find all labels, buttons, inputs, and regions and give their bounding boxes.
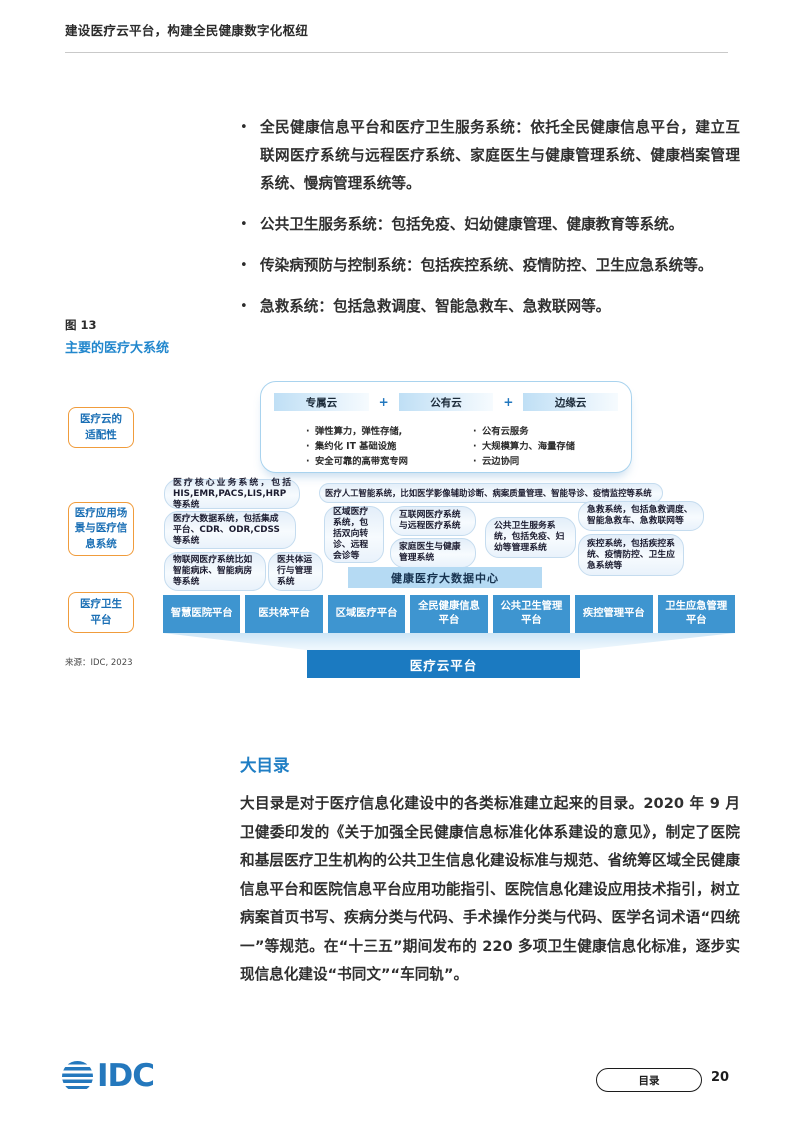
platform-regional: 区域医疗平台 — [327, 595, 406, 633]
list-item: • 急救系统：包括急救调度、智能急救车、急救联网等。 — [240, 293, 740, 321]
list-item: • 全民健康信息平台和医疗卫生服务系统：依托全民健康信息平台，建立互联网医疗系统… — [240, 114, 740, 198]
platform-row: 智慧医院平台 医共体平台 区域医疗平台 全民健康信息平台 公共卫生管理平台 疾控… — [163, 595, 735, 633]
system-bubble-ai: 医疗人工智能系统，比如医学影像辅助诊断、病案质量管理、智能导诊、疫情监控等系统 — [319, 483, 663, 503]
diagram-row-label-cloud-fit: 医疗云的 适配性 — [68, 407, 134, 448]
platform-public-health-mgmt: 公共卫生管理平台 — [492, 595, 571, 633]
system-bubble-public-health: 公共卫生服务系统，包括免疫、妇幼等管理系统 — [485, 517, 576, 558]
figure-source: 来源：IDC, 2023 — [65, 658, 133, 668]
cloud-type-headers: 专属云 + 公有云 + 边缘云 — [274, 393, 619, 411]
system-bubble-bigdata: 医疗大数据系统，包括集成平台、CDR、ODR,CDSS 等系统 — [164, 511, 296, 549]
diagram-row-label-app-scenarios: 医疗应用场 景与医疗信 息系统 — [68, 502, 134, 556]
bullet-text: 传染病预防与控制系统：包括疾控系统、疫情防控、卫生应急系统等。 — [260, 257, 713, 274]
globe-icon — [62, 1061, 93, 1092]
section-heading: 大目录 — [240, 756, 290, 775]
toc-button[interactable]: 目录 — [596, 1068, 702, 1092]
medical-cloud-platform-bar: 医疗云平台 — [307, 650, 580, 678]
plus-icon: + — [503, 395, 514, 409]
system-bubble-family-doctor: 家庭医生与健康管理系统 — [390, 538, 476, 568]
idc-logo: IDC — [62, 1058, 155, 1094]
funnel-shape — [163, 633, 735, 650]
cloud-type-edge: 边缘云 — [523, 393, 619, 411]
bullet-text: 急救系统：包括急救调度、智能急救车、急救联网等。 — [260, 298, 611, 315]
system-bubble-emergency: 急救系统，包括急救调度、智能急救车、急救联网等 — [578, 501, 704, 531]
bullet-icon: • — [240, 120, 248, 135]
page-title: 建设医疗云平台，构建全民健康数字化枢纽 — [65, 23, 309, 38]
cloud-types-box: 专属云 + 公有云 + 边缘云 ·弹性算力，弹性存储, ·集约化 IT 基础设施… — [260, 381, 632, 473]
system-bubble-regional: 区域医疗系统，包括双向转诊、远程会诊等 — [324, 506, 384, 563]
bullet-icon: • — [240, 217, 248, 232]
figure-label: 图 13 — [65, 318, 97, 332]
bullet-icon: • — [240, 258, 248, 273]
page-number: 20 — [711, 1070, 730, 1085]
platform-national-health-info: 全民健康信息平台 — [410, 595, 488, 633]
logo-text: IDC — [97, 1058, 155, 1094]
figure-diagram: 医疗云的 适配性 医疗应用场 景与医疗信 息系统 医疗卫生 平台 专属云 + 公… — [60, 375, 740, 680]
private-cloud-points: ·弹性算力，弹性存储, ·集约化 IT 基础设施 ·安全可靠的高带宽专网 — [306, 426, 408, 467]
system-bubble-iot: 物联网医疗系统比如智能病床、智能病房等系统 — [164, 552, 266, 591]
platform-emergency-mgmt: 卫生应急管理平台 — [657, 595, 735, 633]
platform-cdc-mgmt: 疾控管理平台 — [575, 595, 653, 633]
cloud-type-public: 公有云 — [398, 393, 494, 411]
bullet-text: 公共卫生服务系统：包括免疫、妇幼健康管理、健康教育等系统。 — [260, 216, 684, 233]
plus-icon: + — [378, 395, 389, 409]
bullet-icon: • — [240, 299, 248, 314]
cloud-type-private: 专属云 — [274, 393, 369, 411]
bullet-list: • 全民健康信息平台和医疗卫生服务系统：依托全民健康信息平台，建立互联网医疗系统… — [240, 114, 740, 334]
platform-smart-hospital: 智慧医院平台 — [163, 595, 241, 633]
system-bubble-consortium: 医共体运行与管理系统 — [268, 552, 323, 591]
list-item: • 传染病预防与控制系统：包括疾控系统、疫情防控、卫生应急系统等。 — [240, 252, 740, 280]
list-item: • 公共卫生服务系统：包括免疫、妇幼健康管理、健康教育等系统。 — [240, 211, 740, 239]
bullet-text: 全民健康信息平台和医疗卫生服务系统：依托全民健康信息平台，建立互联网医疗系统与远… — [260, 119, 740, 192]
system-bubble-cdc: 疾控系统，包括疾控系统、疫情防控、卫生应急系统等 — [578, 534, 684, 576]
diagram-row-label-health-platform: 医疗卫生 平台 — [68, 592, 134, 633]
health-data-center-banner: 健康医疗大数据中心 — [348, 567, 542, 588]
system-bubble-core: 医疗核心业务系统，包括HIS,EMR,PACS,LIS,HRP 等系统 — [164, 478, 300, 510]
platform-consortium: 医共体平台 — [245, 595, 323, 633]
public-cloud-points: ·公有云服务 ·大规模算力、海量存储 ·云边协同 — [473, 426, 575, 467]
system-bubble-internet: 互联网医疗系统与远程医疗系统 — [390, 506, 476, 536]
figure-title: 主要的医疗大系统 — [65, 341, 170, 356]
section-paragraph: 大目录是对于医疗信息化建设中的各类标准建立起来的目录。2020 年 9 月卫健委… — [240, 795, 740, 983]
header-divider — [65, 52, 728, 53]
